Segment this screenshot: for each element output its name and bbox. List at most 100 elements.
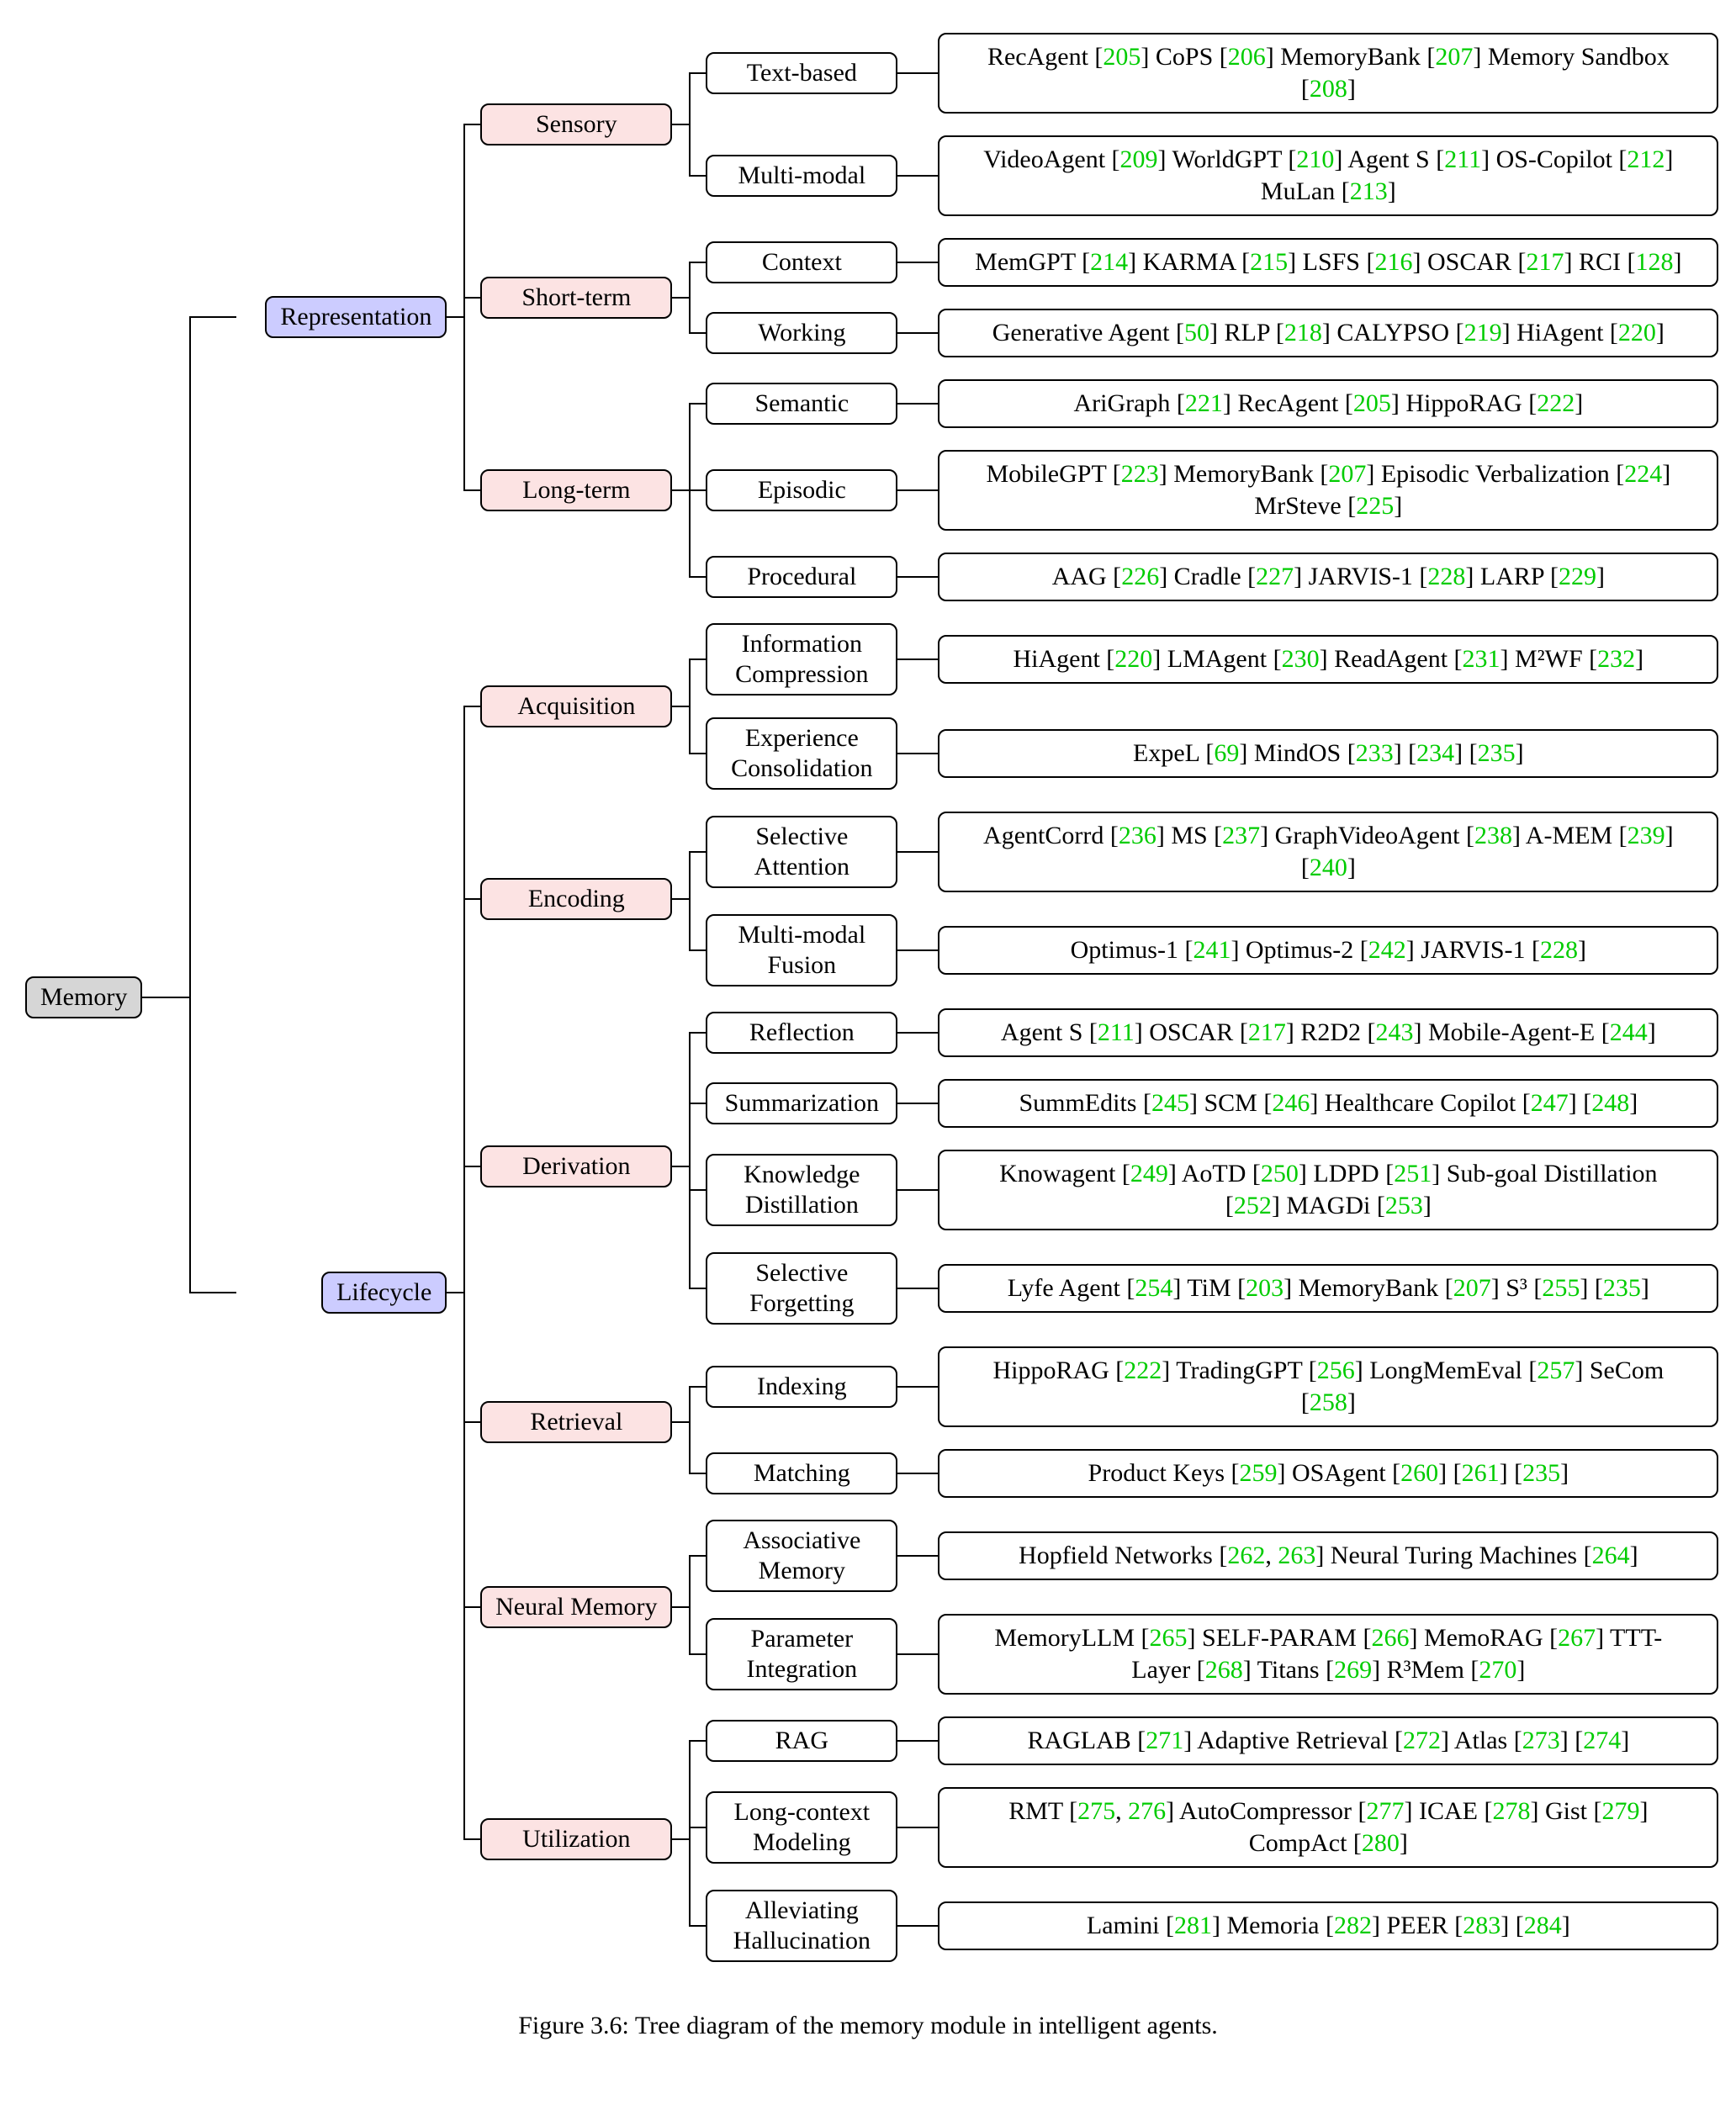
subtree-sensory: Sensory Text-based: [463, 22, 1719, 227]
citation-ref: 228: [1540, 936, 1579, 964]
papers-indexing: HippoRAG [222] TradingGPT [256] LongMemE…: [938, 1346, 1719, 1427]
citation-ref: 210: [1296, 145, 1335, 173]
citation-ref: 221: [1184, 389, 1223, 417]
tree-branch: Episodic MobileGPT [223] MemoryBank [207…: [689, 439, 1719, 542]
connector-line: [672, 1838, 690, 1840]
citation-ref: 205: [1103, 43, 1141, 71]
tree-node-multi-modal-fusion: Multi-modal Fusion: [706, 914, 898, 986]
tree-branch: Alleviating Hallucination Lamini [281] M…: [689, 1879, 1719, 1973]
connector-line: [897, 489, 939, 491]
citation-ref: 256: [1316, 1357, 1355, 1384]
connector-line: [672, 1166, 690, 1167]
citation-ref: 230: [1281, 645, 1320, 673]
citation-ref: 219: [1463, 319, 1502, 346]
citation-ref: 249: [1130, 1160, 1168, 1187]
papers-summarization: SummEdits [245] SCM [246] Healthcare Cop…: [938, 1079, 1719, 1128]
papers-matching: Product Keys [259] OSAgent [260] [261] […: [938, 1449, 1719, 1498]
tree-node-lifecycle: Lifecycle: [321, 1272, 447, 1314]
citation-ref: 261: [1461, 1459, 1500, 1487]
citation-ref: 244: [1609, 1018, 1648, 1046]
connector-line: [897, 332, 939, 334]
tree-branch: Selective Attention AgentCorrd [236] MS …: [689, 801, 1719, 903]
citation-ref: 217: [1526, 248, 1564, 276]
tree-node-associative-memory: Associative Memory: [706, 1520, 898, 1592]
branch-children: Indexing HippoRAG [222] TradingGPT [256]…: [689, 1335, 1719, 1509]
connector-line: [447, 1292, 464, 1293]
connector-line: [672, 706, 690, 707]
connector-line: [672, 489, 690, 491]
papers-episodic: MobileGPT [223] MemoryBank [207] Episodi…: [938, 450, 1719, 531]
tree-node-neural-memory: Neural Memory: [480, 1586, 673, 1628]
citation-ref: 274: [1583, 1727, 1622, 1754]
tree-branch: Multi-modal Fusion Optimus-1 [241] Optim…: [689, 903, 1719, 997]
tree-node-selective-attention: Selective Attention: [706, 816, 898, 888]
citation-ref: 255: [1542, 1274, 1580, 1302]
subtree-representation: Representation Sensory: [189, 22, 1719, 612]
branch-children: Associative Memory Hopfield Networks [26…: [689, 1509, 1719, 1706]
citation-ref: 234: [1416, 739, 1455, 767]
citation-ref: 207: [1453, 1274, 1491, 1302]
connector-line: [897, 1189, 939, 1191]
tree-node-working: Working: [706, 312, 898, 354]
citation-ref: 264: [1591, 1542, 1630, 1569]
tree-node-knowledge-distillation: Knowledge Distillation: [706, 1154, 898, 1226]
citation-ref: 233: [1355, 739, 1394, 767]
tree-node-context: Context: [706, 241, 898, 283]
figure-caption: Figure 3.6: Tree diagram of the memory m…: [518, 2012, 1218, 2039]
citation-ref: 272: [1403, 1727, 1442, 1754]
tree-node-sensory: Sensory: [480, 103, 673, 145]
citation-ref: 258: [1309, 1388, 1347, 1416]
citation-ref: 227: [1256, 563, 1294, 590]
citation-ref: 270: [1479, 1656, 1517, 1684]
citation-ref: 284: [1523, 1912, 1562, 1939]
papers-knowledge-distillation: Knowagent [249] AoTD [250] LDPD [251] Su…: [938, 1150, 1719, 1230]
citation-ref: 280: [1361, 1829, 1400, 1857]
branch-children: Acquisition Information Compression: [463, 612, 1719, 1973]
papers-multi-modal-fusion: Optimus-1 [241] Optimus-2 [242] JARVIS-1…: [938, 926, 1719, 975]
subtree-neural-memory: Neural Memory Associative Memory: [463, 1509, 1719, 1706]
citation-ref: 247: [1530, 1089, 1569, 1117]
tree-node-alleviating-hallucination: Alleviating Hallucination: [706, 1890, 898, 1962]
citation-ref: 222: [1124, 1357, 1162, 1384]
tree-branch: RAG RAGLAB [271] Adaptive Retrieval [272…: [689, 1706, 1719, 1776]
connector-line: [142, 997, 190, 998]
branch-children: RAG RAGLAB [271] Adaptive Retrieval [272…: [689, 1706, 1719, 1973]
citation-ref: 268: [1204, 1656, 1243, 1684]
tree-node-memory: Memory: [25, 976, 143, 1018]
tree-branch: Text-based RecAgent [205] CoPS [206] Mem…: [689, 22, 1719, 124]
branch-children: Information Compression HiAgent [220] LM…: [689, 612, 1719, 801]
tree-node-semantic: Semantic: [706, 383, 898, 425]
citation-ref: 216: [1374, 248, 1413, 276]
citation-ref: 263: [1278, 1542, 1316, 1569]
citation-ref: 211: [1444, 145, 1482, 173]
citation-ref: 205: [1352, 389, 1391, 417]
tree-branch: Long-context Modeling RMT [275, 276] Aut…: [689, 1776, 1719, 1879]
citation-ref: 220: [1114, 645, 1153, 673]
papers-parameter-integration: MemoryLLM [265] SELF-PARAM [266] MemoRAG…: [938, 1614, 1719, 1695]
branch-children: Semantic AriGraph [221] RecAgent [205] H…: [689, 368, 1719, 612]
subtree-derivation: Derivation Reflection: [463, 997, 1719, 1335]
citation-ref: 275: [1077, 1797, 1116, 1825]
tree-node-text-based: Text-based: [706, 52, 898, 94]
connector-line: [897, 1103, 939, 1104]
citation-ref: 207: [1435, 43, 1474, 71]
citation-ref: 226: [1121, 563, 1160, 590]
papers-long-context-modeling: RMT [275, 276] AutoCompressor [277] ICAE…: [938, 1787, 1719, 1868]
tree-node-acquisition: Acquisition: [480, 685, 673, 727]
papers-selective-forgetting: Lyfe Agent [254] TiM [203] MemoryBank [2…: [938, 1264, 1719, 1313]
connector-line: [897, 72, 939, 74]
tree-node-selective-forgetting: Selective Forgetting: [706, 1252, 898, 1325]
connector-line: [897, 851, 939, 853]
tree-branch: Summarization SummEdits [245] SCM [246] …: [689, 1068, 1719, 1139]
tree-node-long-context-modeling: Long-context Modeling: [706, 1791, 898, 1864]
connector-line: [897, 1473, 939, 1474]
tree-branch: Reflection Agent S [211] OSCAR [217] R2D…: [689, 997, 1719, 1068]
subtree-acquisition: Acquisition Information Compression: [463, 612, 1719, 801]
branch-children: Text-based RecAgent [205] CoPS [206] Mem…: [689, 22, 1719, 227]
papers-working: Generative Agent [50] RLP [218] CALYPSO …: [938, 309, 1719, 357]
citation-ref: 243: [1375, 1018, 1414, 1046]
citation-ref: 223: [1120, 460, 1159, 488]
citation-ref: 248: [1591, 1089, 1630, 1117]
citation-ref: 246: [1272, 1089, 1310, 1117]
citation-ref: 215: [1250, 248, 1289, 276]
